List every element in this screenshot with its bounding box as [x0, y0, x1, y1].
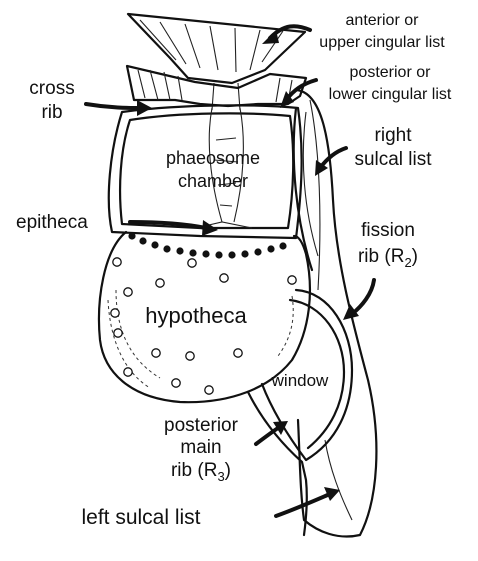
arrow-posterior-main-rib: [256, 421, 288, 444]
right-sulcal-list: [294, 108, 318, 270]
label-posterior-main-line3: rib (R3): [171, 460, 231, 484]
label-posterior-main-line1: posterior: [164, 415, 239, 436]
label-right-sulcal-line1: right: [375, 125, 413, 146]
label-posterior-main-line2: main: [180, 437, 221, 458]
anterior-cingular-list: [128, 14, 305, 110]
label-cross-rib-line1: cross: [29, 78, 74, 99]
label-posterior-line2: lower cingular list: [329, 86, 452, 103]
arrow-cross-rib: [86, 100, 152, 116]
label-fission-line2: rib (R2): [358, 246, 418, 270]
window: [248, 290, 352, 535]
label-left-sulcal: left sulcal list: [81, 506, 200, 529]
label-posterior-line1: posterior or: [350, 64, 432, 81]
label-anterior-line1: anterior or: [346, 12, 420, 29]
label-epitheca: epitheca: [16, 212, 88, 233]
label-hypotheca: hypotheca: [145, 303, 247, 328]
label-phaeosome-line1: phaeosome: [166, 148, 260, 168]
arrow-left-sulcal: [276, 487, 340, 516]
label-window: window: [271, 371, 329, 390]
label-fission-line1: fission: [361, 220, 415, 241]
label-cross-rib-line2: rib: [41, 102, 62, 123]
label-right-sulcal-line2: sulcal list: [354, 149, 432, 170]
label-phaeosome-line2: chamber: [178, 171, 248, 191]
label-anterior-line2: upper cingular list: [319, 34, 445, 51]
posterior-cingular-list: [127, 66, 306, 106]
